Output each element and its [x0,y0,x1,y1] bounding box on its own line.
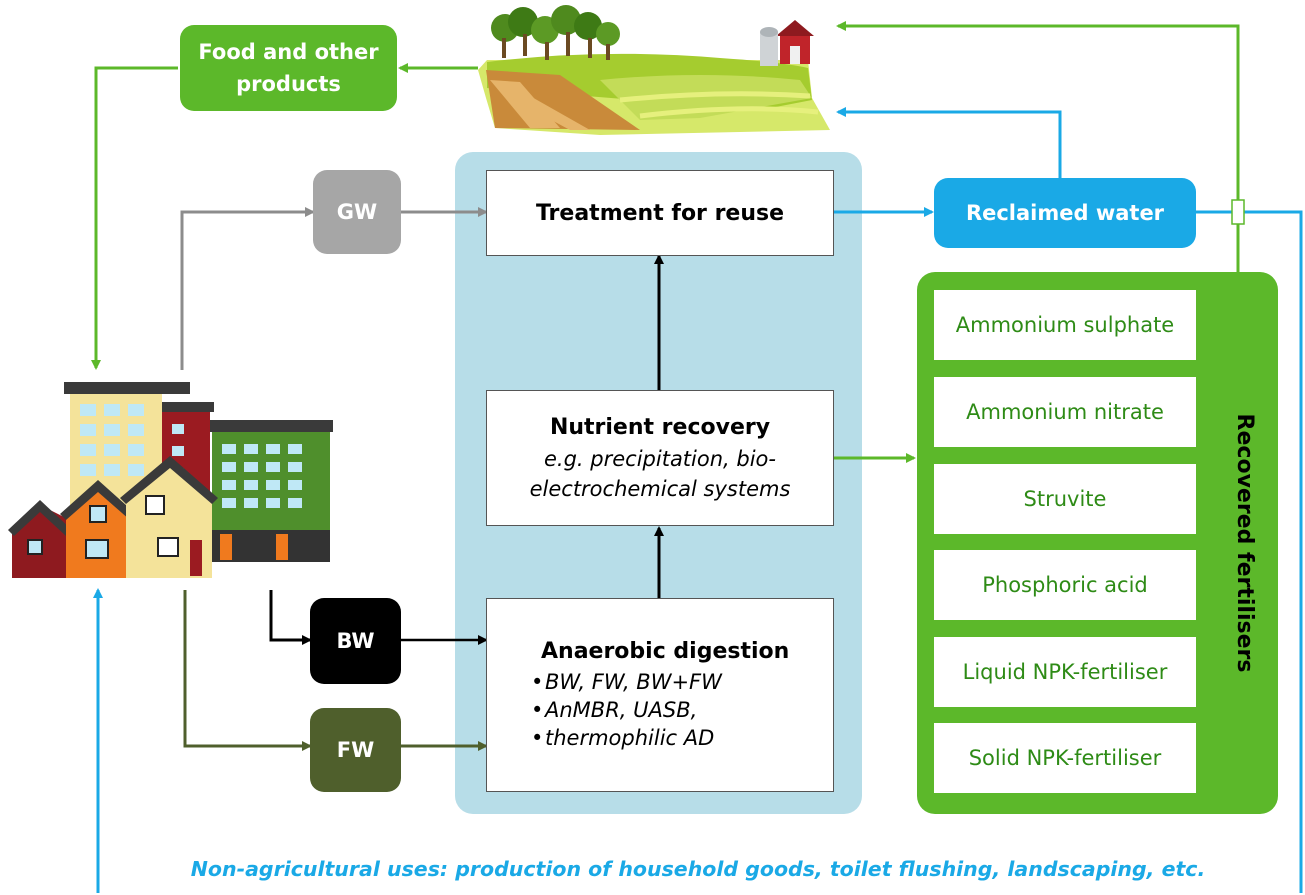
anaerobic-digestion-list: BW, FW, BW+FW AnMBR, UASB, thermophilic … [527,668,722,752]
fertiliser-label: Ammonium nitrate [966,400,1164,424]
fertiliser-item-phosphoric-acid: Phosphoric acid [934,550,1196,620]
arrow-reclaimed-to-city [1196,210,1303,893]
line-crossing [1231,199,1245,225]
recovered-fertilisers-label: Recovered fertilisers [1232,414,1257,673]
reclaimed-water-box: Reclaimed water [934,178,1196,248]
arrow-food-to-city [91,66,178,370]
anaerobic-digestion-box: Anaerobic digestion BW, FW, BW+FW AnMBR,… [486,598,834,792]
nutrient-recovery-subtitle-2: electrochemical systems [529,477,791,501]
ad-bullet-2: AnMBR, UASB, [531,696,722,724]
nutrient-recovery-title: Nutrient recovery [549,415,771,440]
bw-box: BW [310,598,401,684]
food-products-label: Food and other products [198,40,379,96]
arrow-fertilisers-to-farm [836,21,1240,272]
fertiliser-item-ammonium-sulphate: Ammonium sulphate [934,290,1196,360]
food-products-box: Food and other products [180,25,397,111]
fertiliser-label: Liquid NPK-fertiliser [962,660,1168,684]
fertiliser-label: Solid NPK-fertiliser [968,746,1162,770]
anaerobic-digestion-title: Anaerobic digestion [541,638,790,664]
gw-box: GW [313,170,401,254]
bw-label: BW [336,629,375,653]
arrow-city-to-bw [269,590,312,645]
arrow-city-to-fw [183,590,312,751]
non-agricultural-caption: Non-agricultural uses: production of hou… [191,857,1205,881]
nutrient-recovery-box: Nutrient recovery e.g. precipitation, bi… [486,390,834,526]
fertiliser-item-struvite: Struvite [934,464,1196,534]
farm-field-icon [478,5,830,135]
gw-label: GW [336,200,378,224]
fertiliser-label: Struvite [1023,487,1107,511]
city-buildings-icon [8,382,333,578]
treatment-box: Treatment for reuse [486,170,834,256]
reclaimed-water-label: Reclaimed water [965,201,1165,225]
nutrient-recovery-subtitle-1: e.g. precipitation, bio- [544,447,776,471]
arrow-city-to-gw [180,207,315,370]
treatment-label: Treatment for reuse [535,200,785,226]
fertiliser-item-liquid-npk: Liquid NPK-fertiliser [934,637,1196,707]
fertiliser-item-ammonium-nitrate: Ammonium nitrate [934,377,1196,447]
ad-bullet-1: BW, FW, BW+FW [531,668,722,696]
fertiliser-label: Ammonium sulphate [955,313,1175,337]
fw-box: FW [310,708,401,792]
arrow-reclaimed-to-farm [836,107,1062,178]
ad-bullet-3: thermophilic AD [531,724,722,752]
fertiliser-label: Phosphoric acid [982,573,1148,597]
fw-label: FW [336,738,375,762]
fertiliser-item-solid-npk: Solid NPK-fertiliser [934,723,1196,793]
